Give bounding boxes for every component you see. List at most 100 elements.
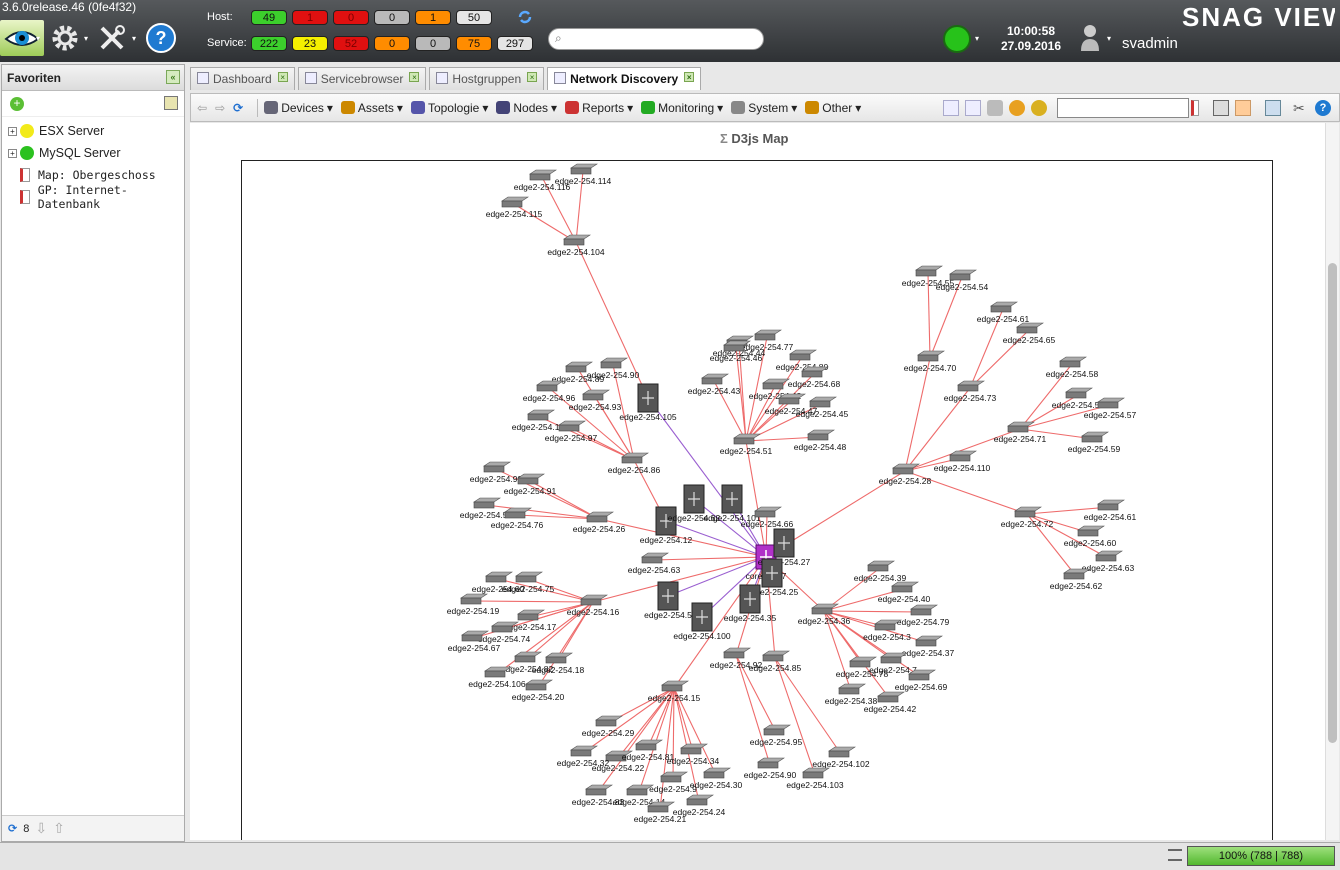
favorite-item[interactable]: Map: Obergeschoss [8,165,156,185]
network-node[interactable]: edge2-254.54 [936,269,989,292]
network-node[interactable]: edge2-254.65 [1003,322,1056,345]
tools-icon[interactable]: ✂ [1293,100,1305,116]
network-node[interactable]: edge2-254.12 [640,506,693,545]
tab-network-discovery[interactable]: Network Discovery× [547,67,702,90]
eye-menu-button[interactable] [0,20,44,56]
network-node[interactable]: edge2-254.3 [863,619,911,642]
network-node[interactable]: edge2-254.102 [812,746,870,769]
close-tab-icon[interactable]: × [527,72,538,82]
network-node[interactable]: edge2-254.56 [1052,387,1105,410]
network-node[interactable]: edge2-254.15 [648,680,701,703]
close-tab-icon[interactable]: × [684,72,695,82]
network-node[interactable]: edge2-254.103 [786,767,844,790]
host-count-badge[interactable]: 0 [374,10,410,25]
layout-table-icon[interactable] [965,100,981,116]
tools-menu-button[interactable] [96,20,128,56]
global-search-field[interactable] [571,31,757,47]
network-node[interactable]: edge2-254.76 [491,507,544,530]
service-count-badge[interactable]: 23 [292,36,328,51]
network-node[interactable]: edge2-254.77 [741,329,794,352]
menu-monitoring[interactable]: Monitoring▾ [641,101,723,115]
menu-system[interactable]: System▾ [731,101,797,115]
network-node[interactable]: edge2-254.17 [504,609,557,632]
network-node[interactable]: edge2-254.95 [750,724,803,747]
network-node[interactable]: edge2-254.68 [788,366,841,389]
network-node[interactable]: edge2-254.21 [634,801,687,824]
refresh-icon[interactable]: ⟳ [8,823,18,835]
network-node[interactable]: edge2-254.116 [514,169,571,192]
help-button[interactable]: ? [144,20,178,56]
layout-grid-icon[interactable] [943,100,959,116]
network-node[interactable]: edge2-254.51 [720,433,773,456]
palette-alt-icon[interactable] [1031,100,1047,116]
network-node[interactable]: edge2-254.60 [472,571,525,594]
network-node[interactable]: edge2-254.67 [448,630,501,653]
network-node[interactable]: edge2-254.28 [879,463,932,486]
network-node[interactable]: edge2-254.50 [460,497,513,520]
network-node[interactable]: edge2-254.42 [749,378,802,401]
service-count-badge[interactable]: 75 [456,36,492,51]
network-node[interactable]: edge2-254.101 [703,484,761,523]
network-node[interactable]: edge2-254.19 [447,593,500,616]
expand-icon[interactable]: + [8,148,17,158]
network-node[interactable]: edge2-254.29 [582,715,635,738]
menu-other[interactable]: Other▾ [805,101,861,115]
menu-nodes[interactable]: Nodes▾ [496,101,557,115]
network-node[interactable]: edge2-254.112 [512,409,569,432]
bookmark-icon[interactable] [1191,100,1199,116]
network-node[interactable]: edge2-254.20 [512,679,565,702]
network-node[interactable]: edge2-254.62 [668,484,721,523]
network-node[interactable]: edge2-254.25 [746,558,799,597]
service-count-badge[interactable]: 222 [251,36,287,51]
tab-dashboard[interactable]: Dashboard× [190,67,295,90]
network-node[interactable]: edge2-254.42 [864,691,917,714]
network-node[interactable]: edge2-254.78 [836,656,889,679]
network-node[interactable]: edge2-254.90 [744,757,797,780]
network-node[interactable]: edge2-254.75 [502,571,555,594]
forward-icon[interactable]: ⇨ [215,100,226,115]
network-node[interactable]: edge2-254.90 [587,357,640,380]
user-menu-button[interactable] [1078,20,1102,56]
layout-bar-icon[interactable] [987,100,1003,116]
network-node[interactable]: edge2-254.59 [1068,431,1121,454]
service-count-badge[interactable]: 297 [497,36,533,51]
network-node[interactable]: edge2-254.86 [608,452,661,475]
network-node[interactable]: edge2-254.9 [649,771,697,794]
network-node[interactable]: edge2-254.63 [628,552,681,575]
network-node[interactable]: edge2-254.47 [765,393,818,416]
network-node[interactable]: edge2-254.91 [504,473,557,496]
global-search-input[interactable]: ⌕ [548,28,764,50]
close-tab-icon[interactable]: × [277,72,288,82]
network-node[interactable]: edge2-254.96 [523,380,576,403]
network-node[interactable]: edge2-254.14 [613,784,666,807]
network-node[interactable]: edge2-254.61 [977,301,1030,324]
network-node[interactable]: edge2-254.92 [710,647,763,670]
service-count-badge[interactable]: 52 [333,36,369,51]
network-map[interactable]: core-1.107edge2-254.116edge2-254.114edge… [241,160,1273,840]
network-node[interactable]: edge2-254.45 [796,396,849,419]
tab-servicebrowser[interactable]: Servicebrowser× [297,67,427,90]
network-node[interactable]: edge2-254.55 [902,265,955,288]
network-node[interactable]: edge2-254.30 [690,767,743,790]
favorite-item[interactable]: +ESX Server [8,121,104,141]
back-icon[interactable]: ⇦ [197,100,208,115]
network-node[interactable]: edge2-254.61 [1084,499,1137,522]
tab-hostgruppen[interactable]: Hostgruppen× [429,67,545,90]
network-node[interactable]: edge2-254.71 [994,421,1047,444]
move-down-icon[interactable]: ⇩ [35,820,48,836]
network-node[interactable]: edge2-254.97 [545,420,598,443]
network-node[interactable]: edge2-254.79 [897,604,950,627]
network-node[interactable]: edge2-254.62 [1050,568,1103,591]
upload-icon[interactable] [1265,100,1281,116]
network-node[interactable]: edge2-254.37 [902,635,955,658]
network-node[interactable]: edge2-254.60 [1064,525,1117,548]
scrollbar-thumb[interactable] [1328,263,1337,743]
network-node[interactable]: edge2-254.22 [592,750,645,773]
service-count-badge[interactable]: 0 [415,36,451,51]
network-node[interactable]: edge2-254.40 [878,581,931,604]
network-node[interactable]: edge2-254.74 [478,621,531,644]
network-node[interactable]: edge2-254.43 [688,373,741,396]
favorite-item[interactable]: GP: Internet-Datenbank [8,183,184,211]
help-icon[interactable]: ? [1315,100,1331,116]
toolbar-search-input[interactable] [1057,98,1189,118]
